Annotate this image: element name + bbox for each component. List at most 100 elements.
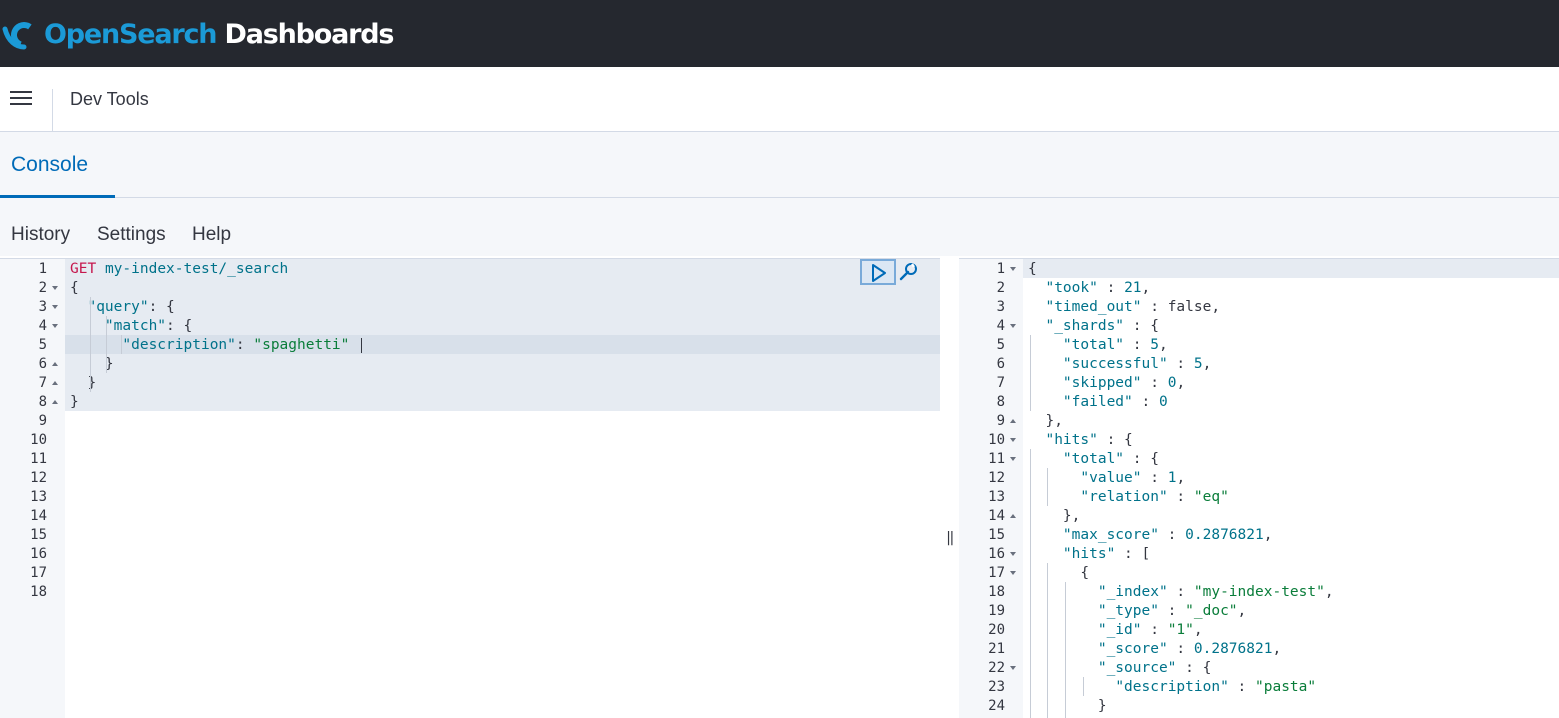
- brand-name: OpenSearch Dashboards: [44, 18, 395, 50]
- code-line: "_type" : "_doc",: [1097, 603, 1247, 619]
- code-line: },: [1028, 508, 1081, 524]
- code-line: "query": {: [87, 299, 175, 315]
- play-icon: [872, 264, 886, 282]
- line-number: 2: [38, 280, 47, 296]
- indent-guide: [121, 335, 122, 354]
- top-header-bar: OpenSearch Dashboards: [0, 0, 1559, 67]
- code-line: }: [70, 356, 114, 372]
- console-toolbar: History Settings Help: [0, 198, 1559, 256]
- settings-link[interactable]: Settings: [97, 224, 166, 245]
- code-line: "_id" : "1",: [1097, 622, 1203, 638]
- indent-guide: [1065, 582, 1066, 718]
- code-line: {: [1028, 261, 1037, 277]
- fold-expand-icon[interactable]: [1010, 419, 1016, 423]
- code-line: }: [1028, 698, 1107, 714]
- tab-console-label: Console: [11, 153, 89, 176]
- line-number: 10: [30, 432, 47, 448]
- code-line: "skipped" : 0,: [1062, 375, 1186, 391]
- active-line-highlight: [0, 335, 940, 354]
- fold-collapse-icon[interactable]: [1010, 552, 1016, 556]
- opensearch-logo[interactable]: OpenSearch Dashboards: [2, 14, 395, 54]
- opensearch-logo-icon: [2, 22, 37, 50]
- line-number: 23: [988, 679, 1005, 695]
- line-number: 4: [38, 318, 47, 334]
- line-number: 8: [38, 394, 47, 410]
- resize-handle-icon: ‖: [946, 530, 955, 546]
- line-number: 2: [996, 280, 1005, 296]
- line-number: 6: [38, 356, 47, 372]
- line-number: 8: [996, 394, 1005, 410]
- indent-guide: [106, 316, 107, 373]
- fold-collapse-icon[interactable]: [1010, 438, 1016, 442]
- code-line: "_index" : "my-index-test",: [1097, 584, 1334, 600]
- request-gutter: [0, 259, 65, 718]
- panel-resizer[interactable]: ‖: [940, 258, 959, 717]
- code-line: "total" : {: [1062, 451, 1159, 467]
- fold-expand-icon[interactable]: [52, 362, 58, 366]
- line-number: 19: [988, 603, 1005, 619]
- code-line: "match": {: [104, 318, 193, 334]
- line-number: 1: [38, 261, 47, 277]
- code-line: "_source" : {: [1097, 660, 1212, 676]
- line-number: 20: [988, 622, 1005, 638]
- indent-guide: [90, 297, 91, 392]
- help-link[interactable]: Help: [192, 224, 232, 245]
- line-number: 10: [988, 432, 1005, 448]
- tab-console[interactable]: Console: [0, 132, 115, 198]
- line-number: 18: [30, 584, 47, 600]
- breadcrumb[interactable]: Dev Tools: [70, 89, 149, 109]
- line-number: 13: [30, 489, 47, 505]
- code-line: "total" : 5,: [1062, 337, 1168, 353]
- code-line: "_shards" : {: [1045, 318, 1159, 334]
- header-divider: [52, 89, 53, 131]
- line-number: 7: [996, 375, 1005, 391]
- line-number: 13: [988, 489, 1005, 505]
- fold-collapse-icon[interactable]: [52, 305, 58, 309]
- indent-guide: [1030, 335, 1031, 411]
- code-line: "_score" : 0.2876821,: [1097, 641, 1282, 657]
- code-line: }: [70, 394, 79, 410]
- fold-expand-icon[interactable]: [52, 400, 58, 404]
- wrench-icon[interactable]: [897, 261, 919, 288]
- fold-collapse-icon[interactable]: [52, 324, 58, 328]
- code-line: "hits" : [: [1062, 546, 1151, 562]
- fold-collapse-icon[interactable]: [1010, 571, 1016, 575]
- code-line: {: [1028, 565, 1090, 581]
- fold-collapse-icon[interactable]: [1010, 267, 1016, 271]
- brand-opensearch: OpenSearch: [44, 18, 218, 50]
- brand-dashboards: Dashboards: [216, 18, 395, 50]
- fold-expand-icon[interactable]: [52, 381, 58, 385]
- line-number: 16: [30, 546, 47, 562]
- line-number: 5: [996, 337, 1005, 353]
- indent-guide: [1047, 563, 1048, 718]
- line-number: 14: [988, 508, 1005, 524]
- line-number: 17: [988, 565, 1005, 581]
- code-line: {: [70, 280, 79, 296]
- line-number: 5: [38, 337, 47, 353]
- fold-collapse-icon[interactable]: [1010, 324, 1016, 328]
- code-line: "description" : "pasta": [1115, 679, 1317, 695]
- fold-collapse-icon[interactable]: [52, 286, 58, 290]
- line-number: 16: [988, 546, 1005, 562]
- code-line: }: [70, 375, 97, 391]
- hamburger-menu-icon[interactable]: [8, 87, 34, 111]
- line-number: 21: [988, 641, 1005, 657]
- history-link[interactable]: History: [11, 224, 71, 245]
- run-request-button[interactable]: [860, 259, 896, 285]
- code-line: "relation" : "eq": [1080, 489, 1229, 505]
- indent-guide: [1047, 468, 1048, 506]
- fold-expand-icon[interactable]: [1010, 514, 1016, 518]
- line-number: 9: [996, 413, 1005, 429]
- fold-collapse-icon[interactable]: [1010, 666, 1016, 670]
- code-line: "successful" : 5,: [1062, 356, 1212, 372]
- code-line: "hits" : {: [1045, 432, 1133, 448]
- response-active-line: [959, 259, 1559, 278]
- line-number: 9: [38, 413, 47, 429]
- code-line: "took" : 21,: [1045, 280, 1151, 296]
- fold-collapse-icon[interactable]: [1010, 457, 1016, 461]
- line-number: 3: [996, 299, 1005, 315]
- line-number: 6: [996, 356, 1005, 372]
- page-header: Dev Tools: [0, 67, 1559, 132]
